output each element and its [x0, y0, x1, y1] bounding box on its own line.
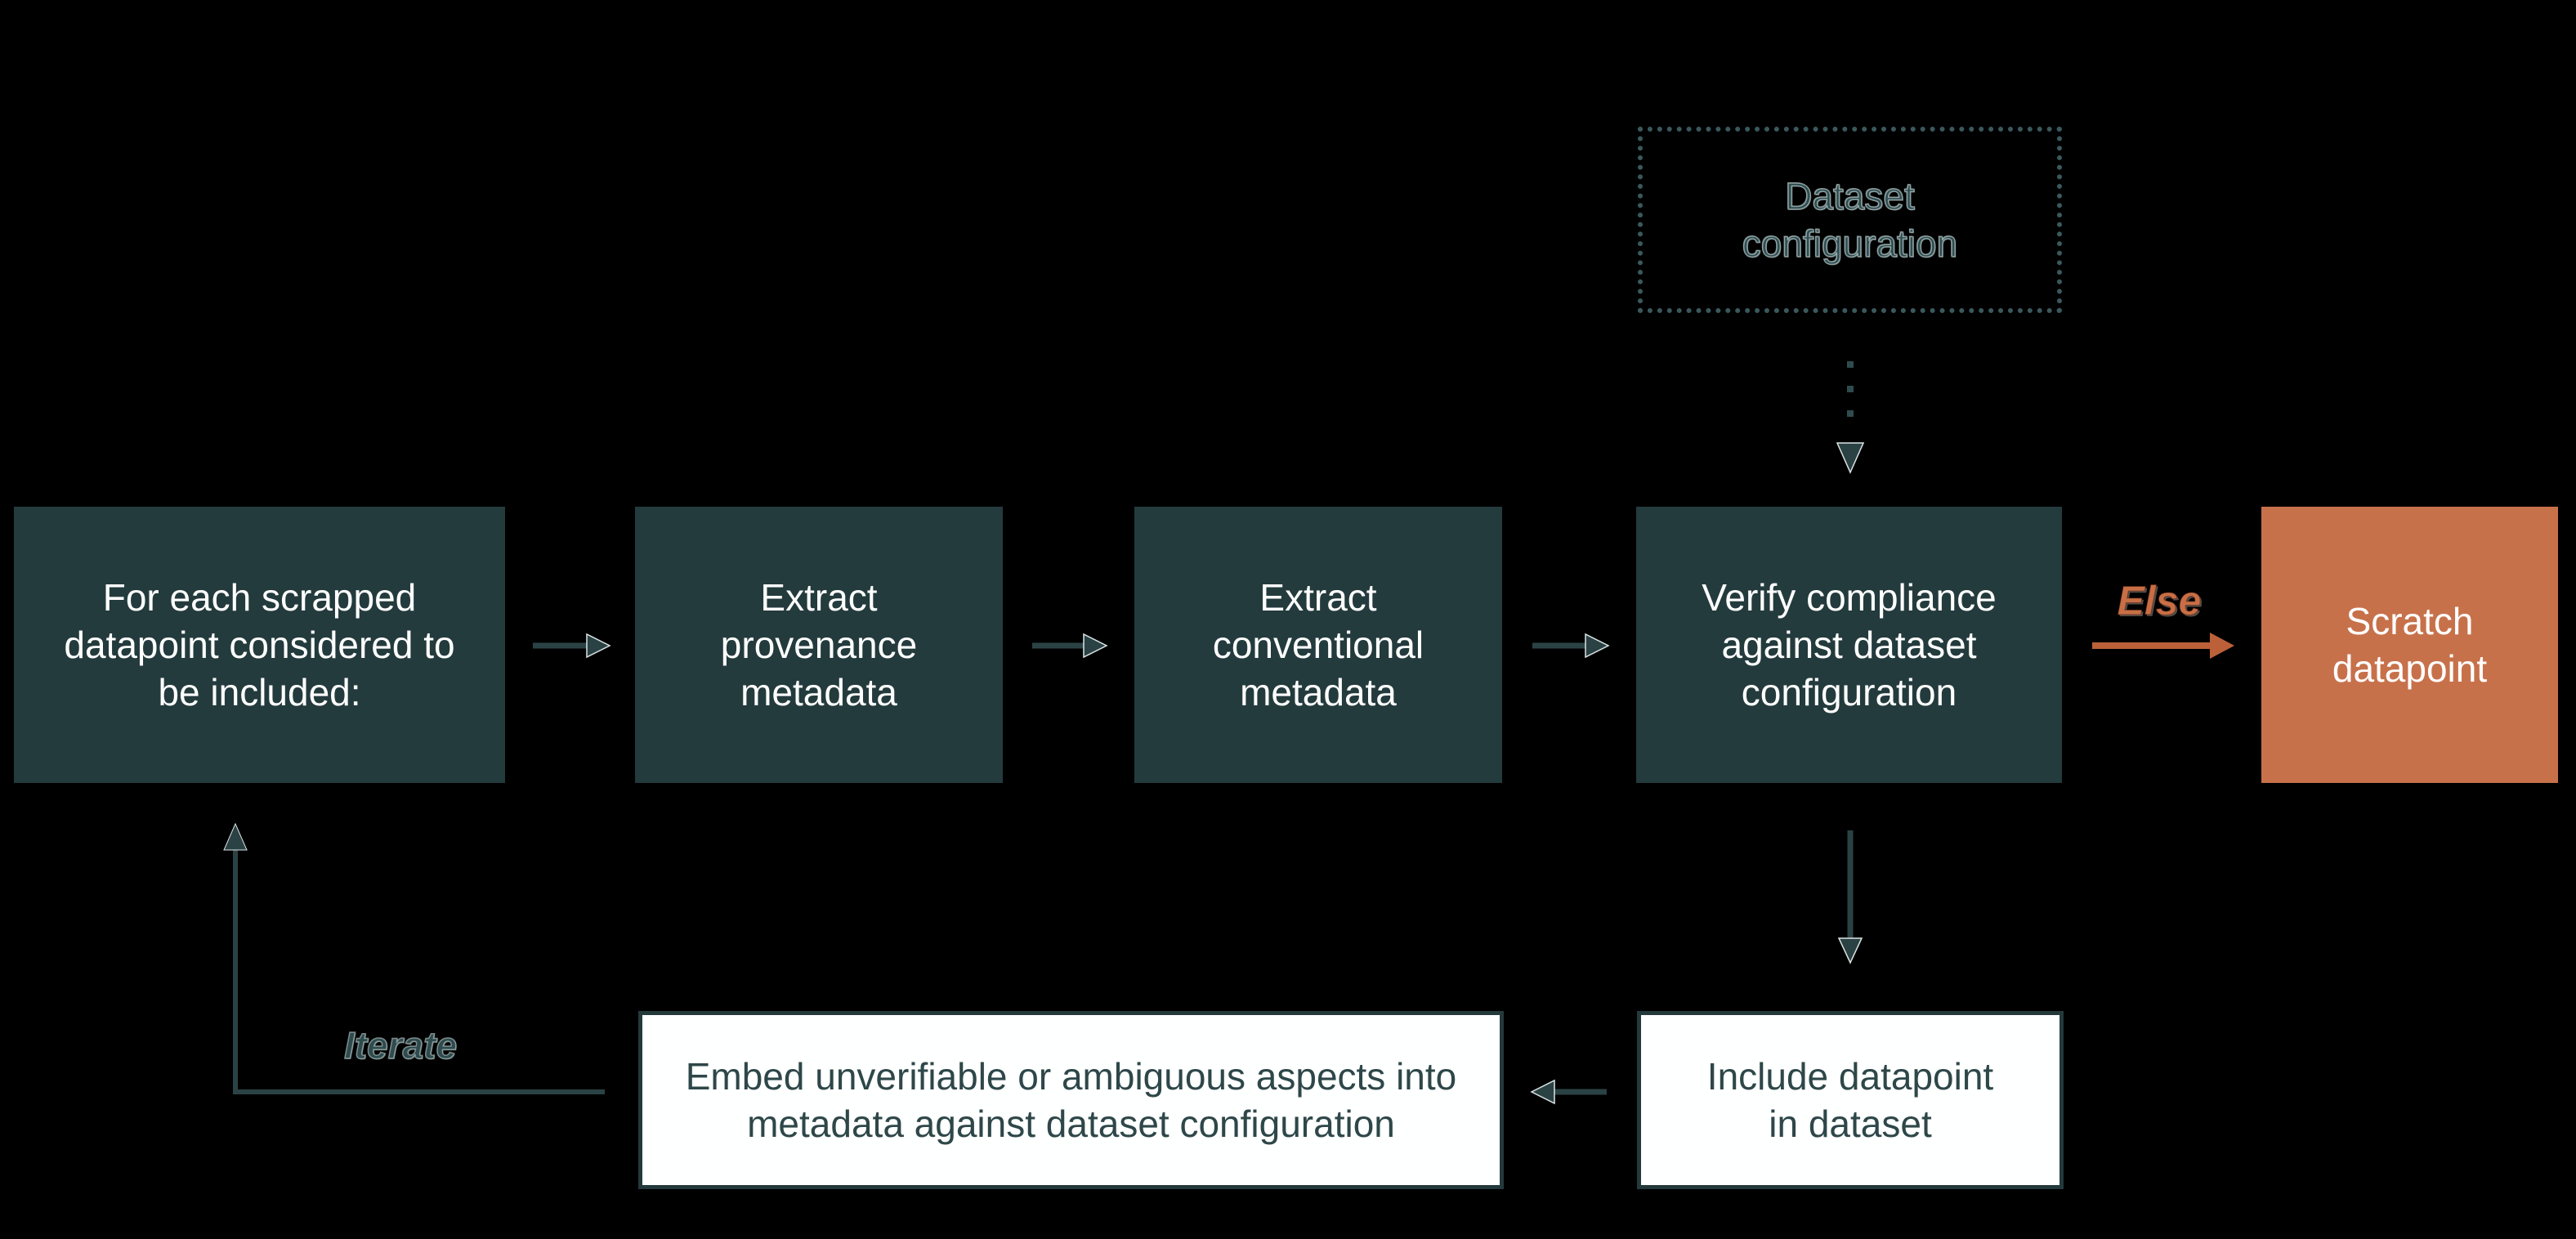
- node-verify-compliance: Verify compliance against dataset config…: [1636, 507, 2062, 783]
- node-dataset-configuration-label: Dataset configuration: [1742, 174, 1958, 266]
- node-for-each-scrapped-datapoint-label: For each scrapped datapoint considered t…: [64, 576, 455, 713]
- edge-provenance-to-conventional: [1032, 633, 1108, 659]
- node-extract-conventional-metadata: Extract conventional metadata: [1134, 507, 1502, 783]
- node-embed-aspects-label: Embed unverifiable or ambiguous aspects …: [685, 1055, 1457, 1145]
- edge-iterate-feedback: [223, 822, 605, 1094]
- node-extract-provenance-metadata: Extract provenance metadata: [635, 507, 1003, 783]
- node-include-datapoint-label: Include datapoint in dataset: [1706, 1055, 1994, 1145]
- edge-conventional-to-verify: [1532, 633, 1610, 659]
- node-extract-conventional-metadata-label: Extract conventional metadata: [1212, 576, 1424, 713]
- node-include-datapoint: Include datapoint in dataset: [1637, 1011, 2064, 1189]
- node-scratch-datapoint-label: Scratch datapoint: [2332, 600, 2488, 690]
- node-dataset-configuration: Dataset configuration: [1638, 127, 2062, 313]
- edge-label-iterate: Iterate: [343, 1023, 458, 1067]
- edge-label-else: Else: [2117, 578, 2202, 624]
- edge-config-to-verify: [1836, 361, 1865, 474]
- node-scratch-datapoint: Scratch datapoint: [2261, 507, 2558, 783]
- node-for-each-scrapped-datapoint: For each scrapped datapoint considered t…: [14, 507, 505, 783]
- edge-include-to-embed: [1530, 1079, 1607, 1105]
- edge-foreach-to-provenance: [533, 633, 611, 659]
- edge-verify-to-scratch-else: [2092, 633, 2234, 659]
- node-extract-provenance-metadata-label: Extract provenance metadata: [720, 576, 918, 713]
- edge-verify-to-include: [1837, 830, 1863, 964]
- node-embed-aspects: Embed unverifiable or ambiguous aspects …: [638, 1011, 1504, 1189]
- node-verify-compliance-label: Verify compliance against dataset config…: [1702, 576, 1997, 713]
